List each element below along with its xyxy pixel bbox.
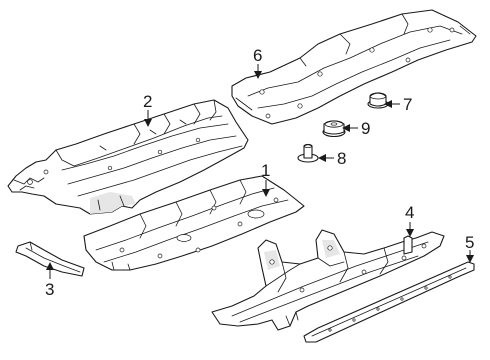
callout-4: 4 (405, 203, 414, 222)
part-6-splash-shield[interactable] (231, 9, 477, 125)
part-2-front-floor-section[interactable] (7, 99, 249, 215)
part-7-push-clip[interactable] (367, 92, 389, 109)
callout-5: 5 (465, 233, 474, 252)
callout-1: 1 (261, 161, 270, 180)
callout-8: 8 (337, 149, 346, 168)
callout-labels: 1 2 3 4 5 6 7 9 8 (45, 46, 474, 299)
callout-3: 3 (45, 280, 54, 299)
callout-9: 9 (361, 119, 370, 138)
part-1-floor-pan[interactable] (83, 175, 305, 271)
part-8-push-pin[interactable] (297, 143, 319, 163)
callout-7: 7 (403, 95, 412, 114)
callout-6: 6 (253, 46, 262, 65)
leader-lines (46, 64, 474, 279)
part-5-rocker-strip[interactable] (303, 261, 475, 343)
part-9-grommet[interactable] (322, 120, 346, 138)
callout-2: 2 (143, 92, 152, 111)
part-3-bracket[interactable] (15, 241, 85, 277)
part-4-sill-reinforcement[interactable] (211, 229, 445, 331)
